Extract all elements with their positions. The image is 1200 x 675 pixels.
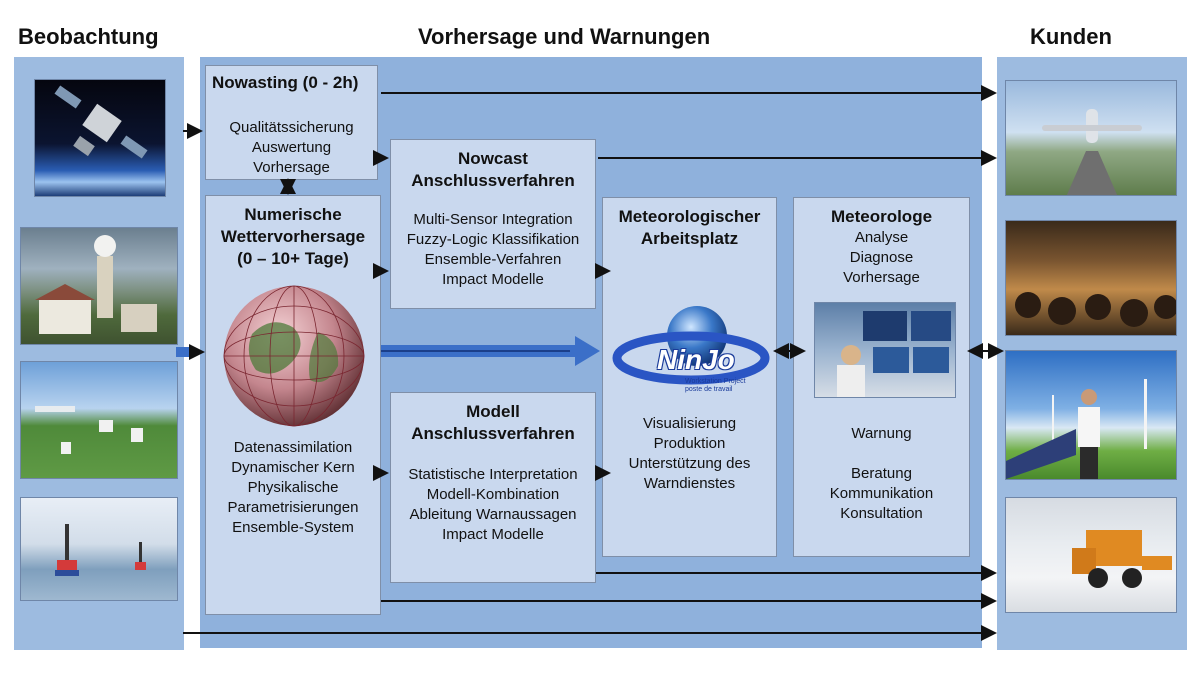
model-post-line: Ableitung Warnaussagen	[409, 506, 577, 523]
crowd-photo	[1005, 220, 1177, 336]
satellite-icon	[54, 85, 148, 159]
header-observation: Beobachtung	[18, 24, 159, 49]
nwp-line: Dynamischer Kern	[231, 459, 355, 476]
workstation-box: Meteorologischer Arbeitsplatz NinJo Work…	[602, 197, 777, 557]
nowcast-post-title: Nowcast	[458, 149, 528, 168]
nwp-line: Parametrisierungen	[227, 499, 359, 516]
model-postprocessing-box: Modell Anschlussverfahren Statistische I…	[390, 392, 596, 583]
meteorologist-line: Warnung	[851, 425, 912, 442]
ninjo-logo-subtitle: Workstation Project	[685, 378, 746, 385]
ninjo-globe-icon	[612, 306, 770, 385]
nowcast-post-line: Ensemble-Verfahren	[424, 251, 562, 268]
workstation-title: Meteorologischer	[618, 207, 761, 226]
meteorologist-line: Beratung	[851, 465, 912, 482]
nwp-line: Physikalische	[247, 479, 339, 496]
nwp-line: Datenassimilation	[233, 439, 353, 456]
renewable-energy-photo	[1005, 350, 1177, 480]
meteorologist-box: Meteorologe Analyse Diagnose Vorhersage …	[793, 197, 970, 557]
nowcast-post-line: Impact Modelle	[442, 271, 544, 288]
weather-station-field-photo	[20, 361, 178, 479]
meteorologist-line: Analyse	[854, 229, 909, 246]
model-post-title: Anschlussverfahren	[411, 424, 575, 443]
ocean-buoy-photo	[20, 497, 178, 601]
workstation-line: Visualisierung	[642, 415, 737, 432]
meteorologist-line: Kommunikation	[829, 485, 934, 502]
model-post-line: Modell-Kombination	[426, 486, 560, 503]
workstation-title: Arbeitsplatz	[640, 229, 739, 248]
nowcasting-line: Qualitätssicherung	[229, 119, 354, 136]
snowplow-icon	[1072, 530, 1172, 588]
model-post-line: Statistische Interpretation	[408, 466, 578, 483]
ninjo-logo-subtitle-2: poste de travail	[685, 386, 733, 393]
forecaster-at-monitors-icon	[837, 311, 951, 397]
nowcasting-line: Vorhersage	[253, 159, 330, 176]
buoy-icon	[55, 524, 146, 576]
header-forecast-warnings: Vorhersage und Warnungen	[418, 24, 711, 49]
wind-turbine-icon	[1006, 379, 1147, 479]
nowcast-post-line: Fuzzy-Logic Klassifikation	[406, 231, 580, 248]
nwp-title: Numerische	[244, 205, 342, 224]
workstation-line: Unterstützung des	[628, 455, 751, 472]
airplane-icon	[1042, 109, 1142, 195]
nowcasting-line: Auswertung	[251, 139, 332, 156]
nwp-box: Numerische Wettervorhersage (0 – 10+ Tag…	[205, 195, 381, 615]
meteorologist-title: Meteorologe	[830, 207, 933, 226]
satellite-photo	[34, 79, 166, 197]
nowcast-post-title: Anschlussverfahren	[411, 171, 575, 190]
instruments-icon	[35, 406, 143, 454]
nowcast-post-line: Multi-Sensor Integration	[413, 211, 573, 228]
snowplow-photo	[1005, 497, 1177, 613]
workstation-line: Produktion	[653, 435, 726, 452]
meteorologist-line: Diagnose	[849, 249, 914, 266]
model-post-line: Impact Modelle	[442, 526, 544, 543]
globe-model-grid-icon	[223, 285, 365, 427]
meteorologist-photo	[814, 302, 956, 398]
observatory-tower-photo	[20, 227, 178, 345]
meteorologist-line: Konsultation	[840, 505, 923, 522]
nowcast-postprocessing-box: Nowcast Anschlussverfahren Multi-Sensor …	[390, 139, 596, 309]
model-post-title: Modell	[466, 402, 520, 421]
airplane-runway-photo	[1005, 80, 1177, 196]
workstation-line: Warndienstes	[643, 475, 736, 492]
tower-icon	[35, 235, 157, 334]
ninjo-logo: NinJo Workstation Project poste de trava…	[611, 306, 771, 400]
nwp-title: Wettervorhersage	[220, 227, 366, 246]
nowcasting-title: Nowasting (0 - 2h)	[212, 73, 359, 92]
meteorologist-line: Vorhersage	[843, 269, 920, 286]
nwp-title: (0 – 10+ Tage)	[237, 249, 349, 268]
nwp-line: Ensemble-System	[232, 519, 354, 536]
header-customers: Kunden	[1030, 24, 1112, 49]
nowcasting-box: Nowasting (0 - 2h) Qualitätssicherung Au…	[205, 65, 378, 180]
ninjo-logo-text: NinJo	[657, 344, 735, 375]
crowd-icon	[1015, 292, 1176, 327]
